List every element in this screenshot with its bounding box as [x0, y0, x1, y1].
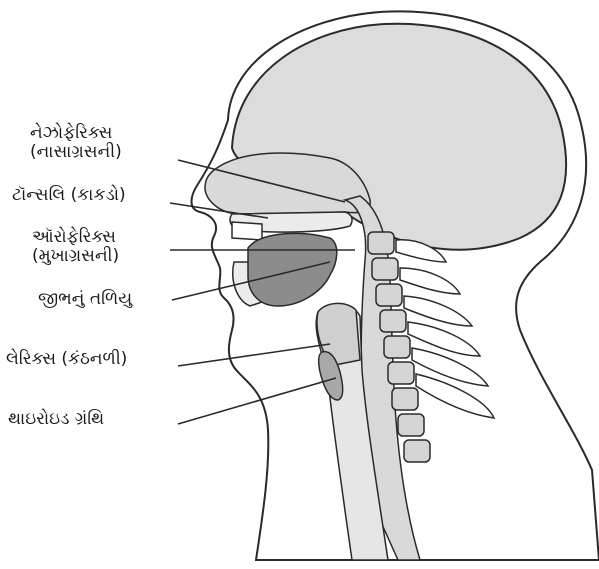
- label-tonsil-text: ટૉન્સલિ (કાકડો): [12, 186, 126, 205]
- upper-teeth: [232, 222, 262, 240]
- label-larynx-text: લેરિક્સ (કંઠનળી): [6, 350, 127, 369]
- label-nasopharynx-line1: નેઝોફેરિક્સ: [30, 124, 122, 143]
- label-thyroid: થાઇરોઇડ ગ્રંથિ: [8, 410, 104, 429]
- label-larynx: લેરિક્સ (કંઠનળી): [6, 350, 127, 369]
- label-oropharynx: ઑરોફેરિક્સ (મુખાગ્રસની): [32, 228, 119, 266]
- label-nasopharynx: નેઝોફેરિક્સ (નાસાગ્રસની): [30, 124, 122, 162]
- label-nasopharynx-line2: (નાસાગ્રસની): [30, 143, 122, 162]
- label-oropharynx-line1: ઑરોફેરિક્સ: [32, 228, 119, 247]
- label-oropharynx-line2: (મુખાગ્રસની): [32, 247, 119, 266]
- label-thyroid-text: થાઇરોઇડ ગ્રંથિ: [8, 410, 104, 429]
- label-tongue-base-text: જીભનું તળિયુ: [38, 290, 132, 309]
- label-tonsil: ટૉન્સલિ (કાકડો): [12, 186, 126, 205]
- label-tongue-base: જીભનું તળિયુ: [38, 290, 132, 309]
